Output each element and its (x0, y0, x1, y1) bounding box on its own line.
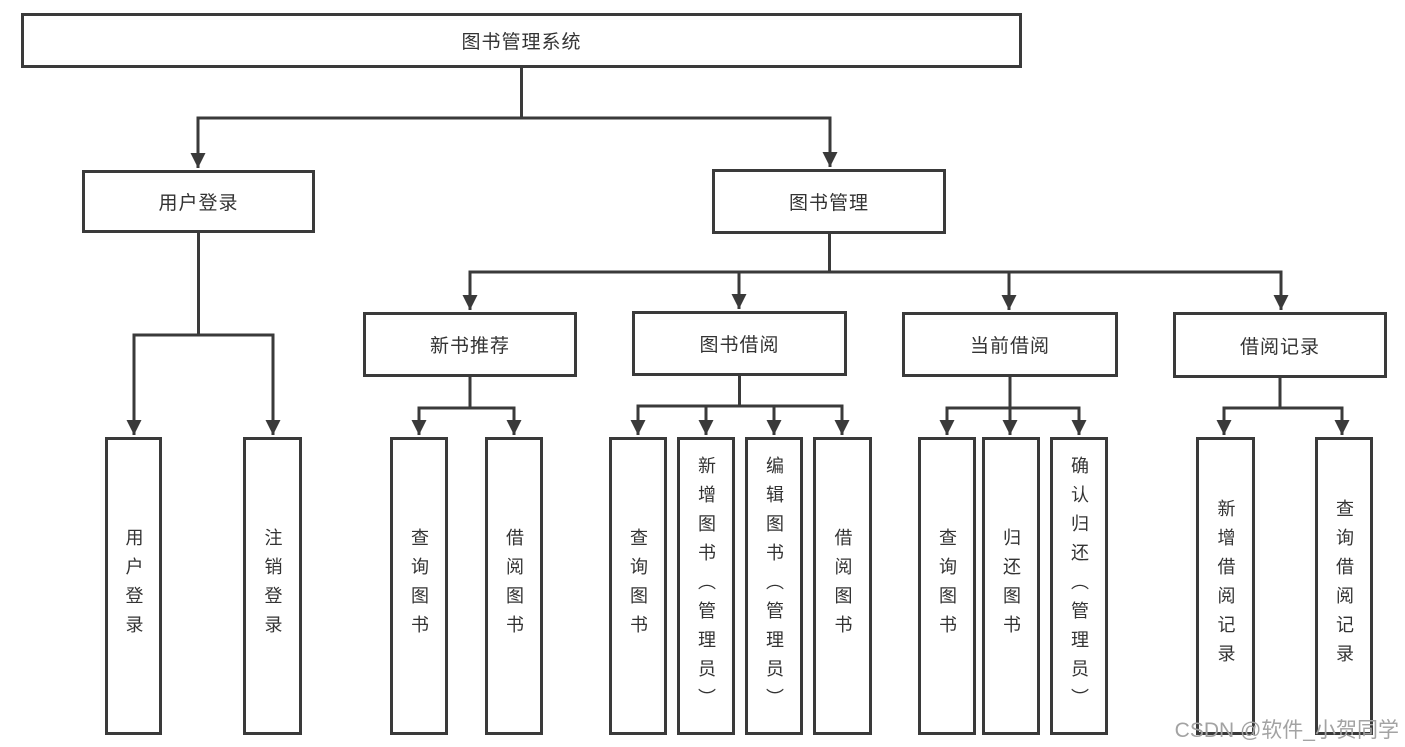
node-current-borrowing: 当前借阅 (902, 312, 1118, 377)
leaf-return-books: 归还图书 (982, 437, 1040, 735)
node-label: 注销登录 (262, 528, 283, 644)
node-label: 借阅图书 (504, 528, 524, 644)
node-label: 查询借阅记录 (1334, 499, 1354, 673)
node-label: 图书管理系统 (461, 32, 582, 53)
node-label: 新增借阅记录 (1215, 499, 1236, 673)
leaf-user-login: 用户登录 (105, 437, 162, 735)
node-label: 编辑图书（管理员） (764, 455, 784, 717)
node-label: 用户登录 (123, 528, 144, 644)
node-label: 查询图书 (409, 528, 429, 644)
node-label: 新书推荐 (429, 336, 510, 357)
leaf-query-books-recommend: 查询图书 (390, 437, 448, 735)
node-label: 借阅记录 (1239, 336, 1320, 358)
node-label: 确认归还（管理员） (1069, 455, 1089, 717)
csdn-watermark: CSDN @软件_小贺同学 (1174, 719, 1399, 742)
node-label: 借阅图书 (832, 528, 853, 644)
node-book-management: 图书管理 (712, 169, 946, 234)
leaf-edit-book-admin: 编辑图书（管理员） (745, 437, 803, 735)
node-label: 新增图书（管理员） (696, 455, 716, 717)
node-user-login: 用户登录 (82, 170, 315, 233)
node-label: 图书管理 (788, 193, 869, 214)
leaf-query-borrow-record: 查询借阅记录 (1315, 437, 1373, 735)
node-book-borrowing: 图书借阅 (632, 311, 847, 376)
leaf-query-books-current: 查询图书 (918, 437, 976, 735)
node-borrowing-records: 借阅记录 (1173, 312, 1387, 378)
node-label: 用户登录 (158, 193, 239, 214)
node-label: 图书借阅 (699, 335, 780, 356)
leaf-query-books-borrow: 查询图书 (609, 437, 667, 735)
node-new-book-recommendation: 新书推荐 (363, 312, 577, 377)
node-label: 归还图书 (1001, 528, 1021, 644)
node-label: 当前借阅 (969, 336, 1050, 357)
leaf-add-borrow-record: 新增借阅记录 (1196, 437, 1255, 735)
leaf-borrow-books-borrow: 借阅图书 (813, 437, 872, 735)
node-library-management-system: 图书管理系统 (21, 13, 1022, 68)
leaf-borrow-books-recommend: 借阅图书 (485, 437, 543, 735)
leaf-confirm-return-admin: 确认归还（管理员） (1050, 437, 1108, 735)
node-label: 查询图书 (937, 528, 957, 644)
node-label: 查询图书 (628, 528, 648, 644)
leaf-logout: 注销登录 (243, 437, 302, 735)
leaf-add-book-admin: 新增图书（管理员） (677, 437, 735, 735)
